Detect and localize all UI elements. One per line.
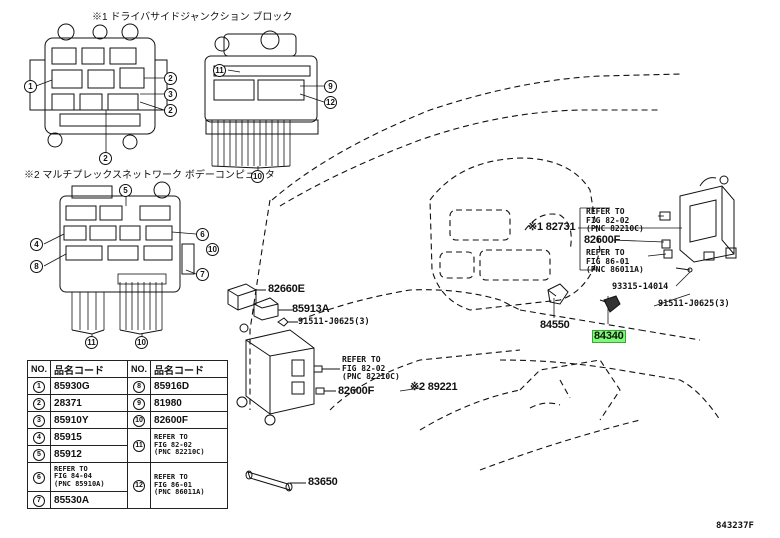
callout-12: 12 [324,96,337,109]
legend-value[interactable]: 85912 [50,445,129,463]
callout-1: 1 [24,80,37,93]
legend-value[interactable]: 82600F [150,411,229,429]
legend-num: 3 [33,414,45,427]
figure-id: 843237F [716,521,754,531]
block2-title: ※2 マルチプレックスネットワーク ボデーコンピュータ [24,170,275,181]
refer-fig-82-02-left[interactable]: REFER TO FIG 82-02 (PNC 82210C) [342,355,400,381]
callout-9: 9 [324,80,337,93]
screw-91511-left [277,317,298,327]
legend-header-code: 品名コード [50,360,129,378]
legend-num: 6 [33,471,45,484]
legend-num: 4 [33,431,45,444]
callout-5: 5 [119,184,132,197]
refer-fig-86-01[interactable]: REFER TO FIG 86-01 (PNC 86011A) [586,248,644,274]
part-91511-j0625-right[interactable]: 91511-J0625(3) [658,299,730,309]
callout-7: 7 [196,268,209,281]
legend-num: 5 [33,448,45,461]
callout-3: 3 [164,88,177,101]
part-85913a[interactable]: 85913A [292,303,330,315]
callout-11: 11 [213,64,226,77]
callout-6: 6 [196,228,209,241]
cluster-hood [429,157,601,311]
legend-value[interactable]: REFER TO FIG 84-04 (PNC 85910A) [50,462,129,492]
callout-4: 4 [30,238,43,251]
legend-num: 2 [33,397,45,410]
legend-value[interactable]: 81980 [150,394,229,412]
switch-84340 [599,295,621,313]
ecu-89221 [236,323,340,426]
legend-value[interactable]: 85915 [50,428,129,446]
part-93315-14014[interactable]: 93315-14014 [612,282,669,292]
block1-title: ※1 ドライバサイドジャンクション ブロック [92,12,293,23]
legend-value[interactable]: REFER TO FIG 86-01 (PNC 86011A) [150,462,229,509]
callout-2: 2 [99,152,112,165]
callout-2: 2 [164,104,177,117]
callout-8: 8 [30,260,43,273]
legend-header-code: 品名コード [150,360,229,378]
legend-num: 9 [133,397,146,410]
legend-num: 10 [133,414,146,427]
callout-10: 10 [135,336,148,349]
junction-block-rear-view [204,30,319,169]
part-84340-highlighted[interactable]: 84340 [592,330,626,343]
callout-10: 10 [206,243,219,256]
body-computer-unit [59,181,195,335]
legend-num: 12 [133,480,146,492]
callout-2: 2 [164,72,177,85]
part-89221[interactable]: ※2 89221 [410,381,458,393]
legend-num: 7 [33,494,45,507]
legend-num: 11 [133,440,146,452]
part-82600f-left[interactable]: 82600F [338,385,375,397]
part-91511-j0625-left[interactable]: 91511-J0625(3) [298,317,370,327]
legend-header-no: NO. [26,360,52,378]
parts-legend-table: NO. 品名コード NO. 品名コード 1 85930G 8 85916D 2 … [26,360,229,509]
legend-value[interactable]: 85930G [50,377,129,395]
relay-82660e [227,283,266,311]
callout-10: 10 [251,170,264,183]
part-82731[interactable]: ※1 82731 [528,221,576,233]
part-84550[interactable]: 84550 [540,319,570,331]
part-82660e[interactable]: 82660E [268,283,305,295]
legend-num: 1 [33,380,45,393]
switch-84550 [547,283,569,305]
legend-value[interactable]: 85910Y [50,411,129,429]
instrument-panel-outline [249,73,721,471]
legend-value[interactable]: REFER TO FIG 82-02 (PNC 82210C) [150,428,229,463]
junction-block-assembly [659,175,737,273]
legend-header-no: NO. [127,360,152,378]
part-83650[interactable]: 83650 [308,476,338,488]
part-82600f-right[interactable]: 82600F [584,234,621,246]
legend-value[interactable]: 85530A [50,491,129,509]
callout-11: 11 [85,336,98,349]
legend-value[interactable]: 28371 [50,394,129,412]
legend-value[interactable]: 85916D [150,377,229,395]
relay-85913a [253,297,292,321]
lower-panel [519,359,621,421]
legend-num: 8 [133,380,146,393]
flasher-83650 [245,470,306,492]
junction-block-front-view [29,23,168,150]
refer-fig-82-02-right[interactable]: REFER TO FIG 82-02 (PNC 82210C) [586,207,644,233]
